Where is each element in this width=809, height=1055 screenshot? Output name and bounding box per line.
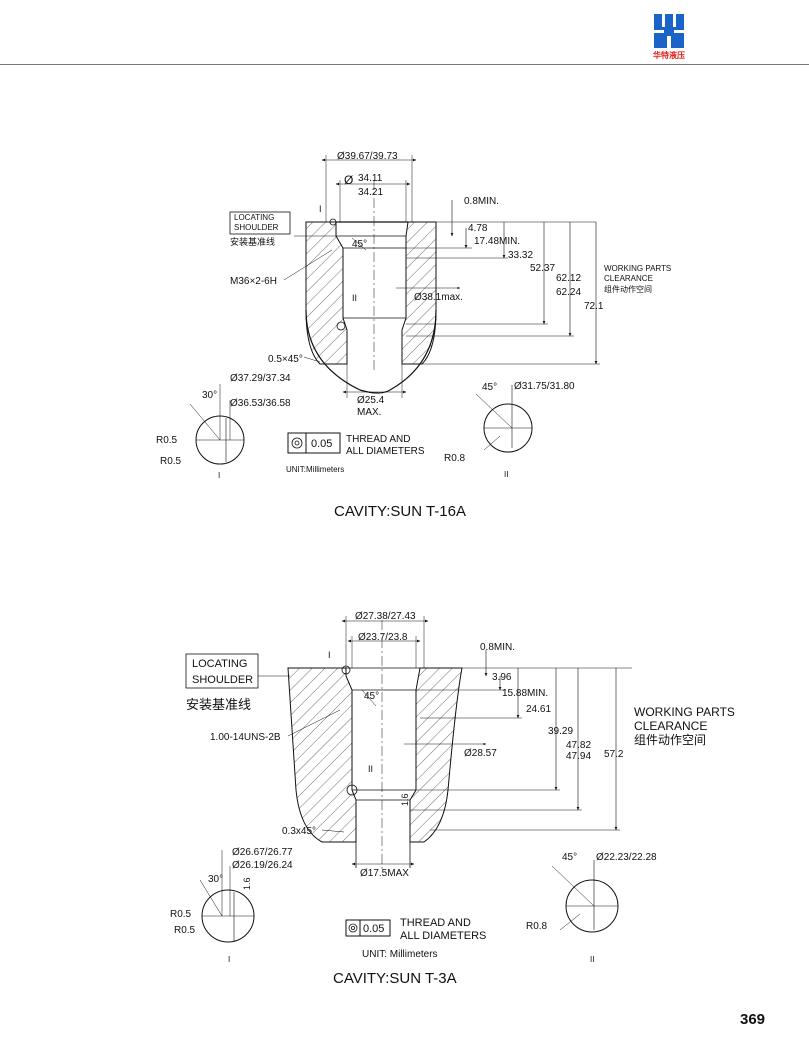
t3a-thread: 1.00-14UNS-2B	[210, 732, 281, 743]
t3a-body-section-right	[409, 667, 463, 843]
t3a-unit: UNIT: Millimeters	[362, 949, 438, 960]
t16a-dim-478: 4.78	[468, 223, 488, 234]
t16a-marker-2: II	[352, 293, 357, 303]
t16a-loc-2: SHOULDER	[234, 223, 279, 232]
t3a-det1-angle: 30°	[208, 874, 223, 885]
t16a-det2-label: II	[504, 470, 508, 479]
t3a-det2-label: II	[590, 955, 594, 964]
t16a-dim-08: 0.8MIN.	[464, 196, 499, 207]
t16a-bottom-max: MAX.	[357, 407, 381, 418]
t16a-det1-dia1: Ø37.29/37.34	[230, 373, 291, 384]
brand-logo: 华特液压	[644, 14, 694, 64]
t16a-det1-r2: R0.5	[160, 456, 182, 467]
t3a-outer-dia: Ø27.38/27.43	[355, 611, 416, 622]
t16a-unit: UNIT:Millimeters	[286, 465, 344, 474]
t16a-tol-value: 0.05	[311, 438, 332, 450]
t16a-bore: Ø38.1max.	[414, 292, 463, 303]
t16a-thread: M36×2-6H	[230, 276, 277, 287]
t3a-det1-dia1: Ø26.67/26.77	[232, 847, 293, 858]
t3a-dim-572: 57.2	[604, 749, 624, 760]
t3a-wpc-2: CLEARANCE	[634, 719, 707, 733]
t16a-chamfer: 0.5×45°	[268, 354, 303, 365]
t3a-marker-1: I	[328, 650, 331, 660]
t16a-loc-ch: 安装基准线	[230, 236, 275, 247]
t3a-tol-text-1: THREAD AND	[400, 917, 471, 929]
t3a-dim-2461: 24.61	[526, 704, 551, 715]
t3a-chamfer: 0.3x45°	[282, 826, 316, 837]
header-rule	[0, 64, 809, 65]
t3a-det1-r1: R0.5	[170, 909, 192, 920]
t3a-det1-label: I	[228, 955, 230, 964]
t16a-dim-6224: 62.24	[556, 287, 581, 298]
t16a-outer-dia: Ø39.67/39.73	[337, 151, 398, 162]
t16a-dim-3332: 33.32	[508, 250, 533, 261]
t3a-det2-r: R0.8	[526, 921, 548, 932]
t16a-tolerance-frame	[287, 432, 341, 454]
t16a-dim-721: 72.1	[584, 301, 604, 312]
t3a-bottom-dia: Ø17.5MAX	[360, 868, 409, 879]
t16a-det2-r: R0.8	[444, 453, 466, 464]
t3a-dim-396: 3.96	[492, 672, 512, 683]
t16a-inner-dia-b: 34.21	[358, 187, 383, 198]
t16a-tol-text-2: ALL DIAMETERS	[346, 446, 425, 457]
t3a-inner-dia: Ø23.7/23.8	[358, 632, 408, 643]
t16a-bottom-dia: Ø25.4	[357, 395, 385, 406]
t16a-marker-1: I	[319, 204, 322, 214]
t16a-wpc-1: WORKING PARTS	[604, 264, 671, 273]
t3a-body-section	[287, 667, 357, 843]
t3a-dim-4782: 47.82	[566, 740, 591, 751]
t16a-angle-45: 45°	[352, 239, 367, 250]
t3a-loc-1: LOCATING	[192, 658, 247, 670]
t3a-det1-16: 1.6	[242, 877, 252, 890]
t16a-tol-text-1: THREAD AND	[346, 434, 410, 445]
t3a-tol-text-2: ALL DIAMETERS	[400, 930, 486, 942]
brand-text: 华特液压	[653, 51, 685, 60]
t3a-angle-45: 45°	[364, 691, 379, 702]
t3a-dim-1588: 15.88MIN.	[502, 688, 548, 699]
t3a-dim-3929: 39.29	[548, 726, 573, 737]
t3a-tol-value: 0.05	[363, 923, 384, 935]
t16a-dim-5237: 52.37	[530, 263, 555, 274]
t3a-det2-angle: 45°	[562, 852, 577, 863]
t3a-title: CAVITY:SUN T-3A	[333, 970, 457, 987]
t16a-drawing: Ø39.67/39.73 Ø 34.11 34.21 0.8MIN. 4.78 …	[156, 151, 671, 480]
t16a-title: CAVITY:SUN T-16A	[334, 503, 466, 520]
t3a-dim-16: 1.6	[400, 793, 410, 806]
t3a-loc-ch: 安装基准线	[186, 697, 251, 712]
t16a-wpc-ch: 组件动作空间	[604, 284, 652, 294]
t16a-loc-1: LOCATING	[234, 213, 274, 222]
t16a-inner-dia-a: 34.11	[358, 173, 383, 184]
page-number: 369	[740, 1011, 766, 1028]
t3a-wpc-1: WORKING PARTS	[634, 705, 735, 719]
t3a-marker-2: II	[368, 764, 373, 774]
t3a-det1-r2: R0.5	[174, 925, 196, 936]
t16a-det1-label: I	[218, 471, 220, 480]
t16a-det2-dia: Ø31.75/31.80	[514, 381, 575, 392]
t3a-loc-2: SHOULDER	[192, 674, 253, 686]
t3a-dim-08: 0.8MIN.	[480, 642, 515, 653]
t16a-det1-r1: R0.5	[156, 435, 178, 446]
t3a-drawing: Ø27.38/27.43 Ø23.7/23.8 0.8MIN. 3.96 15.…	[170, 611, 735, 964]
logo-mark-icon	[654, 14, 684, 48]
t16a-det1-angle: 30°	[202, 390, 217, 401]
t16a-wpc-2: CLEARANCE	[604, 274, 653, 283]
t3a-det1-dia2: Ø26.19/26.24	[232, 860, 293, 871]
t3a-det2-dia: Ø22.23/22.28	[596, 852, 657, 863]
t16a-inner-dia-sym: Ø	[344, 173, 353, 187]
t16a-dim-1748: 17.48MIN.	[474, 236, 520, 247]
t16a-det1-dia2: Ø36.53/36.58	[230, 398, 291, 409]
t16a-det2-angle: 45°	[482, 382, 497, 393]
t3a-bore: Ø28.57	[464, 748, 497, 759]
t16a-dim-6212: 62.12	[556, 273, 581, 284]
t3a-dim-4794: 47.94	[566, 751, 591, 762]
t3a-wpc-ch: 组件动作空间	[634, 733, 706, 747]
t3a-tolerance-frame	[345, 919, 391, 937]
